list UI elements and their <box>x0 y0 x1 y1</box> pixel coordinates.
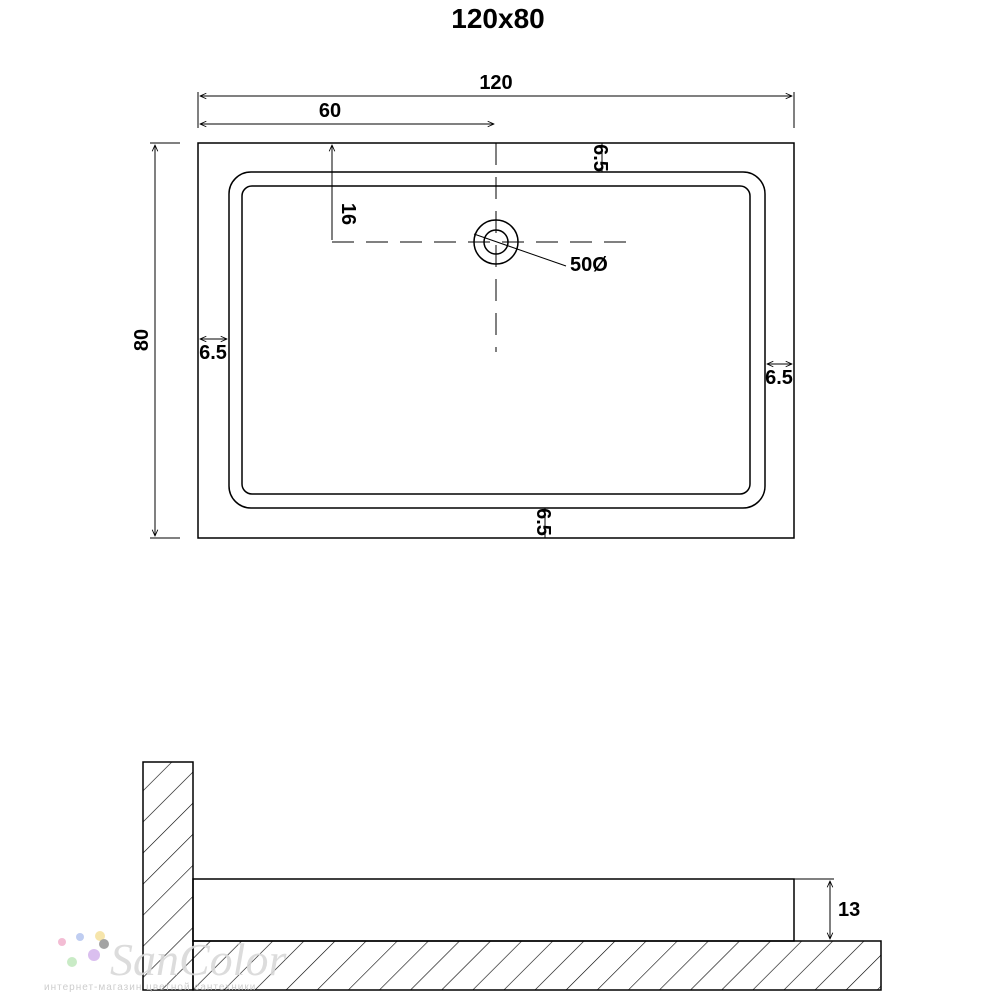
tray-rim <box>228 171 766 509</box>
watermark-logo: SanColor интернет-магазин цветной сантех… <box>44 931 287 993</box>
drain-diameter-label: 50Ø <box>570 254 608 276</box>
watermark-dot <box>99 939 109 949</box>
section-view: 13 <box>142 761 882 991</box>
drawing-title: 120x80 <box>451 3 544 34</box>
tray-section <box>192 878 795 942</box>
watermark-subtitle: интернет-магазин цветной сантехники <box>44 982 256 993</box>
drain-offset-label: 16 <box>337 203 359 225</box>
floor-section <box>192 940 882 991</box>
watermark-dot <box>58 938 66 946</box>
rim-bottom-label: 6.5 <box>532 508 554 536</box>
watermark-name: SanColor <box>110 934 287 985</box>
wall-section <box>142 761 194 991</box>
rim-left-label: 6.5 <box>199 342 227 364</box>
drain <box>473 219 567 267</box>
height-label: 80 <box>131 329 153 351</box>
tray-outline <box>197 142 795 539</box>
rim-right-label: 6.5 <box>765 367 793 389</box>
rim-top-label: 6.5 <box>589 144 611 172</box>
watermark-dot <box>88 949 100 961</box>
plan-view: 50Ø 120 60 80 16 6.5 6.5 6.5 6.5 <box>131 72 795 539</box>
section-height-label: 13 <box>838 899 860 921</box>
watermark-dot <box>67 957 77 967</box>
watermark-dot <box>95 931 105 941</box>
width-label: 120 <box>479 72 512 94</box>
watermark-dot <box>76 933 84 941</box>
half-width-label: 60 <box>319 100 341 122</box>
